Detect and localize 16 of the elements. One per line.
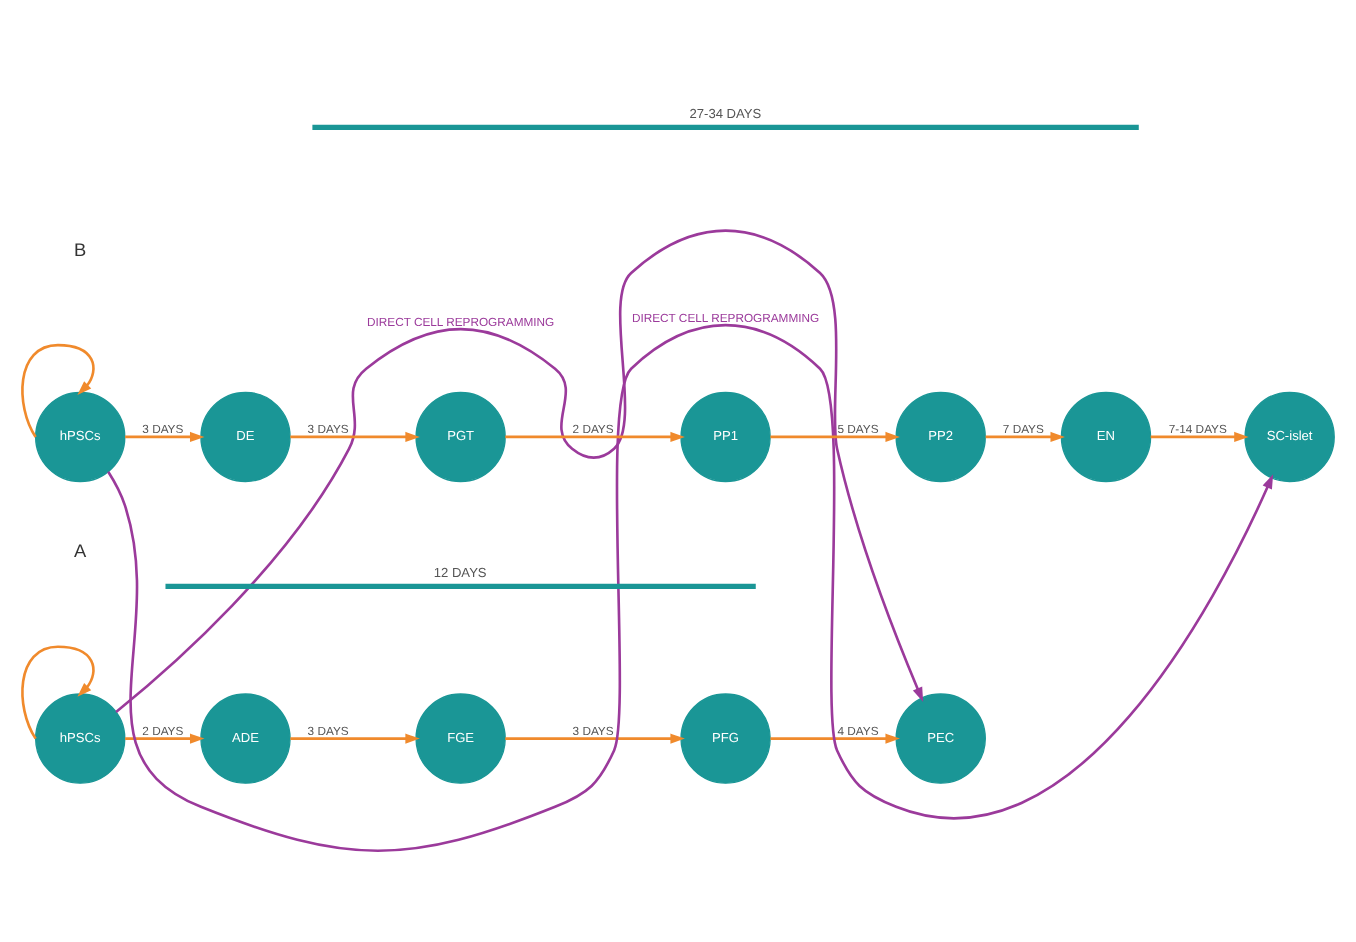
arrow xyxy=(125,732,205,743)
arrow xyxy=(21,342,95,437)
arrow xyxy=(107,323,1274,851)
arrow xyxy=(1150,430,1249,441)
arrow xyxy=(770,732,900,743)
arrow xyxy=(290,732,420,743)
label: B xyxy=(74,238,87,259)
arrow xyxy=(505,430,685,441)
label: A xyxy=(74,540,87,561)
arrow xyxy=(21,644,95,739)
arrow xyxy=(770,430,900,441)
arrow xyxy=(290,430,420,441)
arrow xyxy=(115,228,924,712)
arrow xyxy=(505,732,685,743)
arrow xyxy=(125,430,205,441)
arrow xyxy=(985,430,1065,441)
